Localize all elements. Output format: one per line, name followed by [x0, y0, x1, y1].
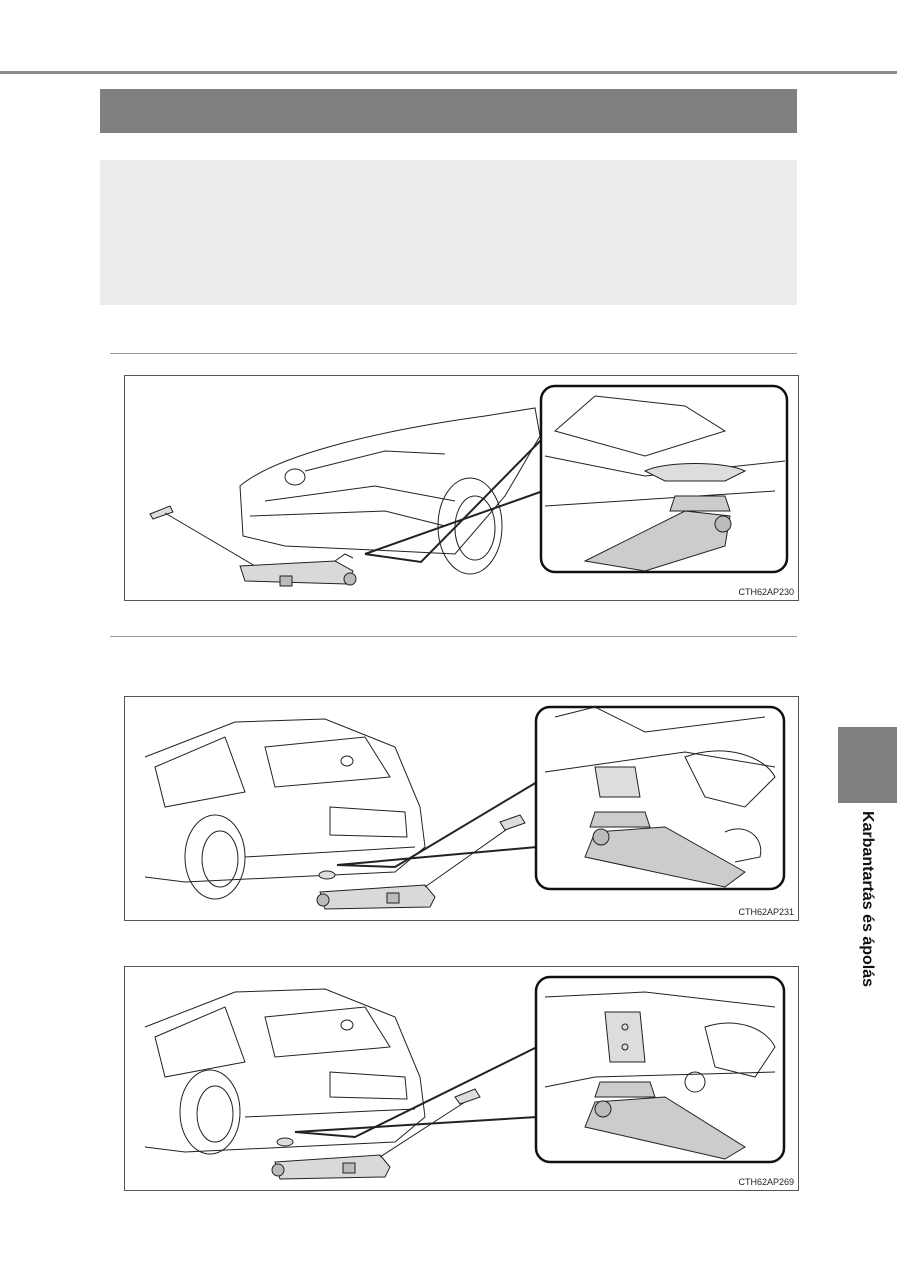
chapter-label: Karbantartás és ápolás	[859, 810, 876, 988]
note-box	[100, 160, 797, 305]
divider-rule	[110, 353, 797, 354]
figure-code: CTH62AP269	[738, 1177, 794, 1187]
section-title-bar	[100, 89, 797, 133]
figure-code: CTH62AP230	[738, 587, 794, 597]
header-rule	[0, 71, 897, 74]
figure-rear-jack-point: CTH62AP231	[124, 696, 799, 921]
front-jack-illustration	[149, 384, 789, 587]
divider-rule	[110, 636, 797, 637]
chapter-tab	[838, 727, 897, 803]
figure-rear-jack-point-alt: CTH62AP269	[124, 966, 799, 1191]
rear-jack-alt-illustration	[144, 975, 786, 1180]
figure-code: CTH62AP231	[738, 907, 794, 917]
figure-front-jack-point: CTH62AP230	[124, 375, 799, 601]
rear-jack-illustration	[144, 705, 786, 910]
